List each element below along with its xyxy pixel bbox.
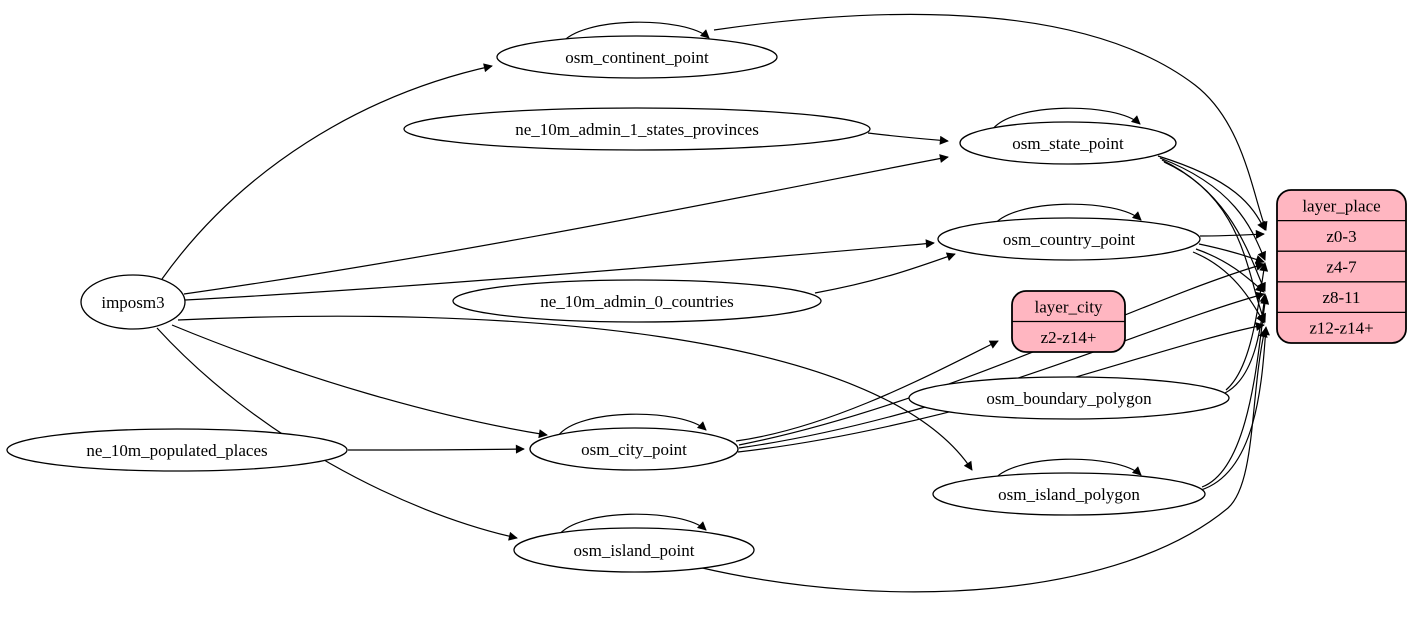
- table-label-osm_island_polygon: osm_island_polygon: [998, 485, 1140, 504]
- table-label-ne_10m_admin_0_countries: ne_10m_admin_0_countries: [540, 292, 734, 311]
- edge-osm_state_point-to-layer_place-z12-z14+: [1163, 161, 1266, 323]
- nodes-layer: imposm3 osm_continent_point ne_10m_admin_1…: [6, 35, 1407, 573]
- record-row-layer_city-1: z2-z14+: [1041, 328, 1097, 347]
- self-loop-osm_state_point: [991, 107, 1141, 131]
- table-label-osm_island_point: osm_island_point: [574, 541, 695, 560]
- table-label-osm_continent_point: osm_continent_point: [565, 48, 709, 67]
- node-osm_continent_point: osm_continent_point: [496, 35, 778, 79]
- self-loop-osm_island_point: [557, 513, 707, 537]
- table-label-imposm3: imposm3: [101, 293, 164, 312]
- edge-imposm3-to-osm_state_point: [183, 154, 949, 295]
- record-row-layer_place-2: z4-7: [1326, 258, 1357, 277]
- edge-imposm3-to-osm_city_point: [171, 324, 548, 439]
- edge-osm_state_point-to-layer_place-z4-7: [1159, 157, 1266, 261]
- edge-osm_city_point-to-layer_place-z4-7: [738, 261, 1265, 446]
- table-ellipse-osm_continent_point: [496, 35, 778, 79]
- record-row-layer_place-1: z0-3: [1326, 227, 1356, 246]
- self-loop-osm_continent_point: [560, 21, 710, 45]
- table-label-ne_10m_admin_1_states_provinces: ne_10m_admin_1_states_provinces: [515, 120, 759, 139]
- node-ne_10m_admin_0_countries: ne_10m_admin_0_countries: [452, 279, 822, 323]
- node-imposm3: imposm3: [80, 274, 186, 330]
- edge-osm_boundary_polygon-to-layer_place-z4-7: [1225, 262, 1269, 391]
- edge-osm_continent_point-to-layer_place-z0-3: [713, 13, 1268, 231]
- edge-osm_state_point-to-layer_place-z0-3: [1157, 155, 1266, 231]
- edge-imposm3-to-osm_country_point: [184, 239, 935, 301]
- table-ellipse-osm_country_point: [937, 217, 1201, 261]
- table-ellipse-osm_island_point: [513, 527, 755, 573]
- table-ellipse-imposm3: [80, 274, 186, 330]
- table-label-osm_boundary_polygon: osm_boundary_polygon: [986, 389, 1152, 408]
- node-osm_boundary_polygon: osm_boundary_polygon: [908, 376, 1230, 420]
- node-osm_island_polygon: osm_island_polygon: [932, 472, 1206, 516]
- edge-osm_island_point-to-layer_place-z12-z14+: [697, 328, 1268, 593]
- node-layer_place: layer_place z0-3 z4-7 z8-11 z12-z14+: [1276, 189, 1407, 344]
- node-osm_country_point: osm_country_point: [937, 217, 1201, 261]
- table-ellipse-ne_10m_admin_1_states_provinces: [403, 107, 871, 151]
- self-loop-osm_city_point: [557, 413, 707, 437]
- table-ellipse-ne_10m_populated_places: [6, 428, 348, 472]
- self-loop-osm_island_polygon: [992, 458, 1142, 482]
- table-ellipse-osm_boundary_polygon: [908, 376, 1230, 420]
- edge-ne_10m_populated_places-to-osm_city_point: [347, 444, 525, 454]
- node-ne_10m_admin_1_states_provinces: ne_10m_admin_1_states_provinces: [403, 107, 871, 151]
- edge-osm_island_polygon-to-layer_place-z8-11: [1201, 295, 1270, 488]
- edge-osm_country_point-to-layer_place-z12-z14+: [1192, 251, 1265, 324]
- record-row-layer_place-0: layer_place: [1302, 196, 1380, 215]
- edge-osm_city_point-to-layer_place-z8-11: [738, 291, 1265, 449]
- edge-osm_island_polygon-to-layer_place-z12-z14+: [1200, 326, 1270, 491]
- table-label-osm_state_point: osm_state_point: [1012, 134, 1124, 153]
- edge-ne_10m_admin_1_states_provinces-to-osm_state_point: [867, 132, 949, 145]
- table-ellipse-osm_state_point: [959, 121, 1177, 165]
- node-osm_island_point: osm_island_point: [513, 527, 755, 573]
- edge-imposm3-to-osm_continent_point: [161, 63, 493, 280]
- edge-osm_country_point-to-layer_place-z4-7: [1198, 243, 1265, 264]
- node-layer_city: layer_city z2-z14+: [1011, 290, 1126, 353]
- table-ellipse-ne_10m_admin_0_countries: [452, 279, 822, 323]
- table-label-ne_10m_populated_places: ne_10m_populated_places: [86, 441, 267, 460]
- edges-layer: [156, 13, 1270, 593]
- node-osm_city_point: osm_city_point: [529, 427, 739, 471]
- table-ellipse-osm_city_point: [529, 427, 739, 471]
- edge-osm_country_point-to-layer_place-z8-11: [1195, 248, 1265, 293]
- edge-imposm3-to-osm_island_polygon: [177, 315, 973, 471]
- self-loops-layer: [557, 21, 1142, 537]
- record-row-layer_place-3: z8-11: [1322, 288, 1360, 307]
- edge-ne_10m_admin_0_countries-to-osm_country_point: [814, 252, 956, 294]
- table-label-osm_city_point: osm_city_point: [581, 440, 687, 459]
- table-label-osm_country_point: osm_country_point: [1003, 230, 1135, 249]
- layer-record-layer_place: [1276, 189, 1407, 344]
- record-row-layer_city-0: layer_city: [1035, 297, 1103, 316]
- edge-osm_boundary_polygon-to-layer_place-z8-11: [1224, 293, 1269, 394]
- record-row-layer_place-4: z12-z14+: [1309, 319, 1373, 338]
- edge-imposm3-to-osm_island_point: [156, 327, 518, 541]
- table-ellipse-osm_island_polygon: [932, 472, 1206, 516]
- edge-osm_city_point-to-layer_city-z2-z14+: [735, 340, 999, 442]
- edge-osm_country_point-to-layer_place-z0-3: [1199, 229, 1265, 239]
- node-ne_10m_populated_places: ne_10m_populated_places: [6, 428, 348, 472]
- node-osm_state_point: osm_state_point: [959, 121, 1177, 165]
- self-loop-osm_country_point: [992, 203, 1142, 227]
